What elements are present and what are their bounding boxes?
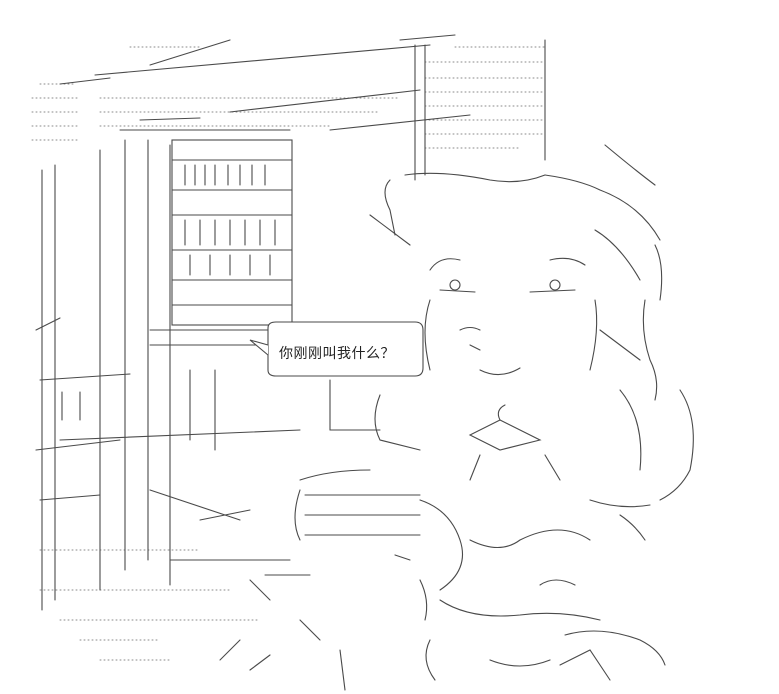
speech-bubble-text: 你刚刚叫我什么？: [279, 346, 395, 362]
desk-and-floor: [59, 329, 381, 691]
girl-hair: [369, 144, 694, 501]
girl-body: [294, 394, 666, 681]
girl-face: [424, 257, 598, 376]
left-cabinet: [35, 139, 171, 611]
ceiling-lines: [59, 39, 471, 131]
girl-bow: [468, 404, 561, 481]
speech-bubble: [249, 321, 424, 377]
background-dot-shading: [31, 46, 546, 661]
bookshelf: [119, 117, 293, 326]
door-frame: [399, 34, 546, 181]
